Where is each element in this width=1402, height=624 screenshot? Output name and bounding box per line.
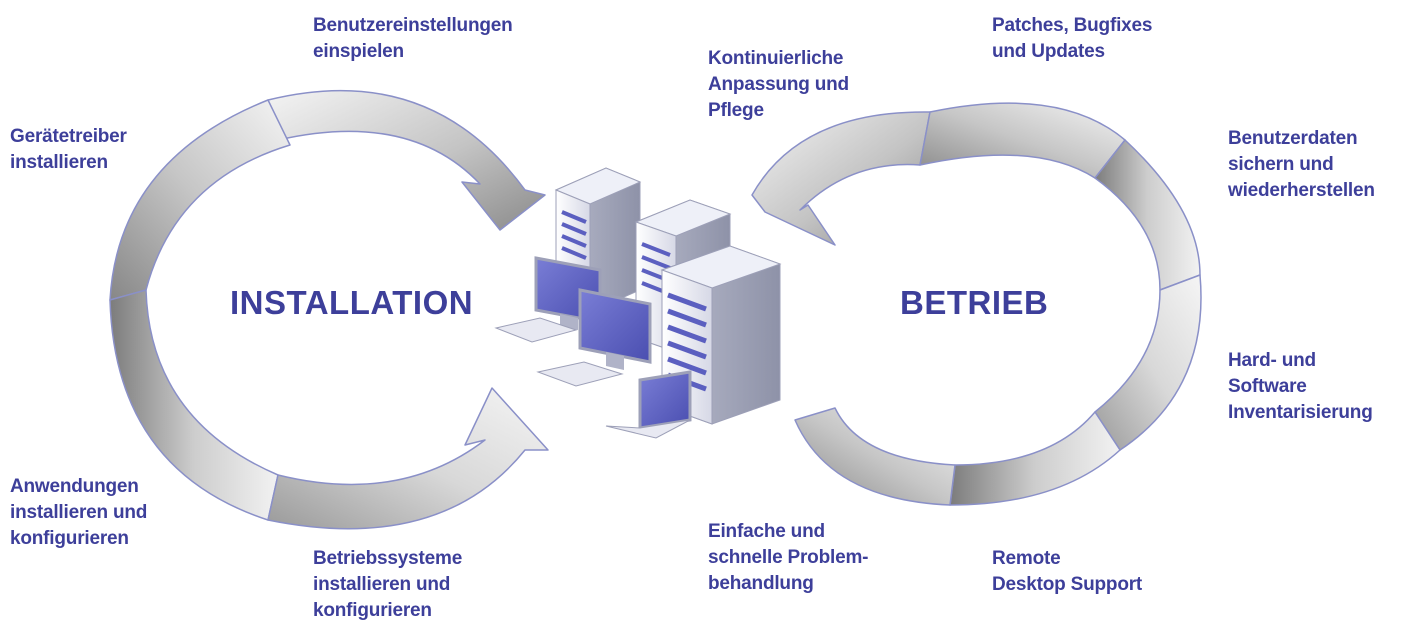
arrow-segment-betriebssysteme <box>267 387 549 530</box>
label-patches: Patches, Bugfixes und Updates <box>992 15 1153 62</box>
label-anwendungen: Anwendungen installieren und konfigurier… <box>10 476 148 549</box>
label-kontinuierliche-anpassung: Kontinuierliche Anpassung und Pflege <box>708 48 849 121</box>
label-benutzereinstellungen: Benutzereinstellungen einspielen <box>313 15 513 62</box>
laptop-icon <box>605 370 692 439</box>
arrow-segment-benutzerdaten <box>1094 139 1201 291</box>
label-geraetetreiber: Gerätetreiber installieren <box>10 126 127 173</box>
arrow-segment-problembehandlung <box>794 407 956 506</box>
arrow-segment-geraetetreiber <box>109 99 291 301</box>
arrow-segment-remote <box>949 411 1121 506</box>
label-remote-desktop: Remote Desktop Support <box>992 548 1143 595</box>
label-problembehandlung: Einfache und schnelle Problem- behandlun… <box>708 521 869 594</box>
installation-title: INSTALLATION <box>230 284 474 321</box>
monitor-icon <box>578 288 652 370</box>
label-benutzerdaten: Benutzerdaten sichern und wiederherstell… <box>1228 128 1375 201</box>
label-betriebssysteme: Betriebssysteme installieren und konfigu… <box>313 548 463 621</box>
keyboard-icon <box>494 317 578 343</box>
betrieb-cycle <box>751 102 1202 506</box>
keyboard-icon <box>536 361 624 387</box>
arrow-segment-patches <box>919 102 1126 179</box>
installation-cycle <box>109 89 549 530</box>
arrow-segment-inventarisierung <box>1094 274 1202 451</box>
label-inventarisierung: Hard- und Software Inventarisierung <box>1228 350 1373 423</box>
betrieb-title: BETRIEB <box>900 284 1049 321</box>
arrow-segment-kontinuierlich <box>751 111 931 246</box>
arrow-segment-benutzereinstellungen <box>267 89 546 231</box>
